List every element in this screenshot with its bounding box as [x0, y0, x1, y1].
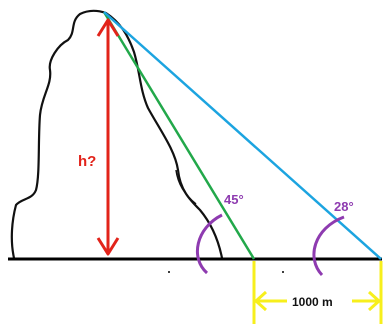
- angle-label-far: 28°: [334, 199, 354, 214]
- angle-label-near: 45°: [224, 192, 244, 207]
- angle-arc-far: [312, 215, 345, 277]
- sight-line-far: [103, 11, 382, 260]
- mountain-outline: [10, 9, 224, 259]
- distance-dimension: [252, 261, 383, 324]
- mountain-inner-edge: [175, 169, 197, 205]
- sight-line-near: [102, 11, 256, 260]
- angle-arc-near: [195, 213, 223, 275]
- distance-label: 1000 m: [292, 295, 333, 309]
- height-label: h?: [78, 153, 96, 170]
- ground-speck: [282, 271, 284, 273]
- ground-speck: [168, 271, 170, 273]
- height-arrow: [96, 18, 120, 256]
